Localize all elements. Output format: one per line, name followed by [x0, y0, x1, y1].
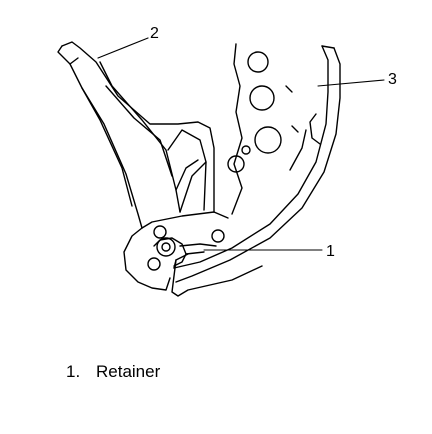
callout-3: 3: [388, 71, 397, 88]
leader-line-2: [97, 37, 149, 59]
retainer-clip: [153, 237, 217, 267]
chain-guide: [171, 45, 341, 297]
leader-lines: [97, 37, 385, 251]
callout-2: 2: [150, 25, 159, 42]
bracket-arm: [57, 41, 215, 229]
legend-number: 1.: [66, 362, 81, 381]
callout-1: 1: [326, 243, 335, 260]
engine-block: [227, 43, 299, 215]
leader-line-3: [317, 79, 385, 87]
base-plate: [123, 211, 229, 291]
legend-item-retainer: 1. Retainer: [66, 362, 160, 382]
legend-label: Retainer: [96, 362, 161, 381]
